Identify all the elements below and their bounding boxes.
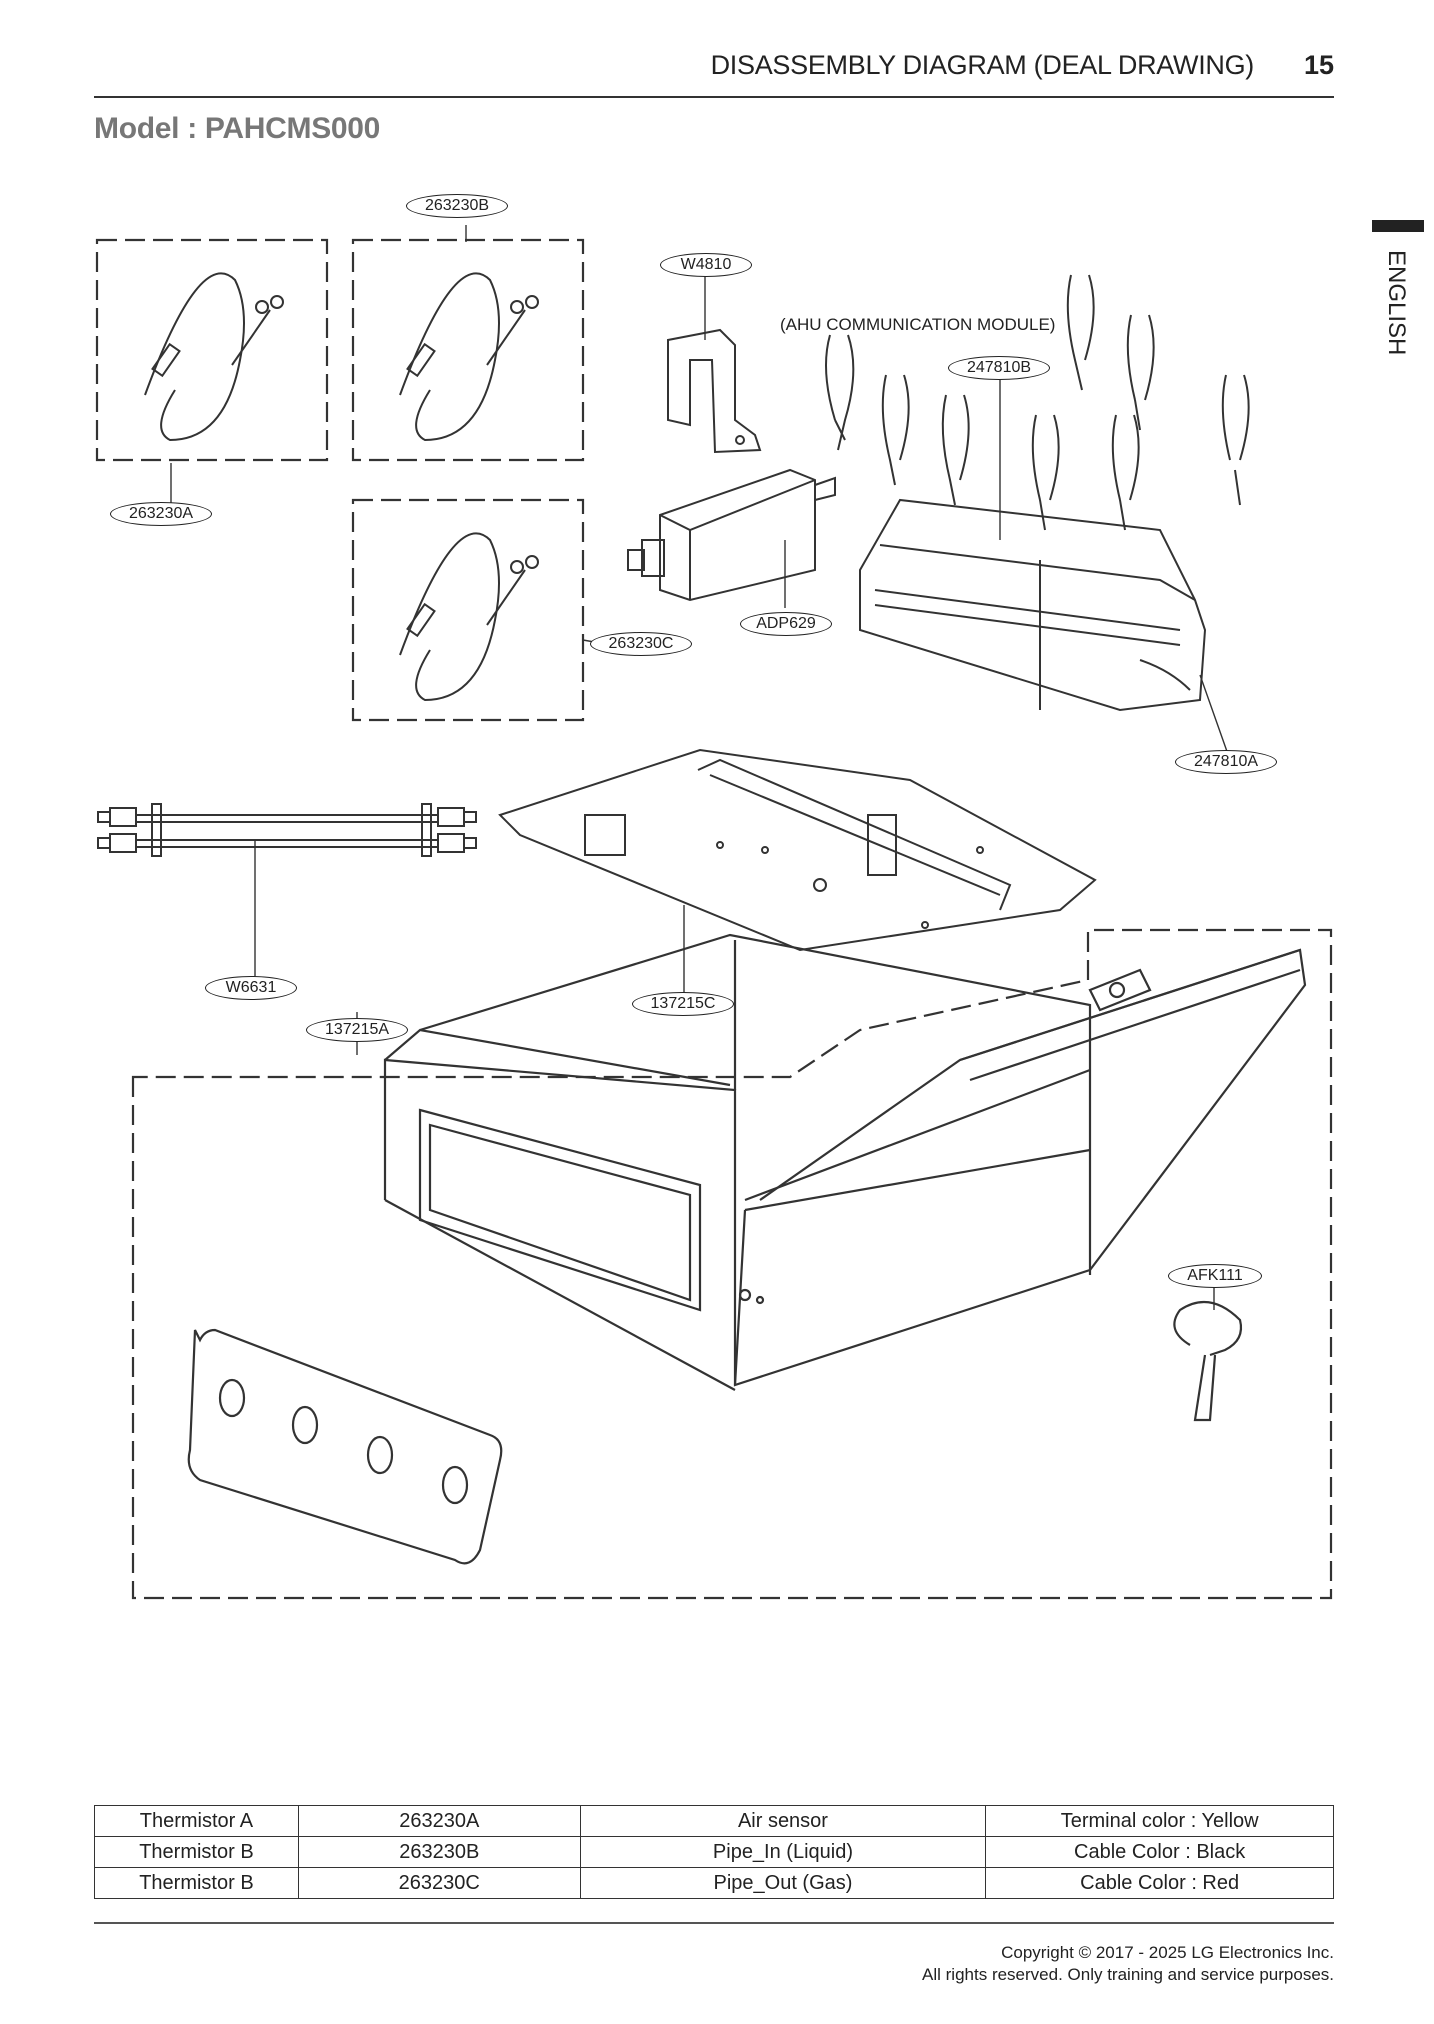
enclosure-box (383, 933, 1307, 1391)
table-cell: Terminal color : Yellow (985, 1805, 1334, 1837)
gland-plate (187, 1328, 503, 1565)
callout-W6631: W6631 (205, 976, 297, 1000)
copyright-line-1: Copyright © 2017 - 2025 LG Electronics I… (1001, 1943, 1334, 1962)
terminal-clips (825, 274, 1250, 531)
thermistor-b-box (351, 238, 585, 462)
section-title: DISASSEMBLY DIAGRAM (DEAL DRAWING) (710, 50, 1255, 80)
thermistor-a-box (95, 238, 329, 462)
leader-lines (170, 225, 1231, 1310)
callout-W4810: W4810 (660, 253, 752, 277)
table-cell: 263230A (297, 1805, 581, 1837)
copyright-line-2: All rights reserved. Only training and s… (922, 1965, 1334, 1984)
table-cell: Thermistor A (94, 1805, 299, 1837)
table-cell: Thermistor B (94, 1836, 299, 1868)
callout-ADP629: ADP629 (740, 612, 832, 636)
page-header: DISASSEMBLY DIAGRAM (DEAL DRAWING) 15 (94, 44, 1334, 98)
thermistor-c-box (351, 498, 585, 722)
parts-table: Thermistor A 263230A Air sensor Terminal… (94, 1805, 1334, 1899)
callout-137215C: 137215C (632, 992, 734, 1016)
enclosure-group-box (131, 928, 1333, 1600)
callout-247810B: 247810B (948, 356, 1050, 380)
page-number: 15 (1303, 50, 1334, 80)
language-tab-marker (1372, 220, 1424, 232)
adapter-adp629 (627, 468, 836, 602)
table-cell: Cable Color : Red (985, 1867, 1334, 1899)
table-cell: Air sensor (579, 1805, 987, 1837)
callout-137215A: 137215A (306, 1018, 408, 1042)
table-row: Thermistor B 263230B Pipe_In (Liquid) Ca… (94, 1836, 1334, 1868)
footer-divider (94, 1922, 1334, 1924)
table-row: Thermistor B 263230C Pipe_Out (Gas) Cabl… (94, 1867, 1334, 1899)
table-cell: 263230C (297, 1867, 581, 1899)
table-cell: Thermistor B (94, 1867, 299, 1899)
mounting-plate (498, 748, 1097, 952)
table-cell: Pipe_Out (Gas) (579, 1867, 987, 1899)
callout-247810A: 247810A (1175, 750, 1277, 774)
bracket-w4810 (667, 328, 762, 454)
communication-module (859, 498, 1207, 712)
module-note: (AHU COMMUNICATION MODULE) (780, 315, 1056, 334)
key-afk111 (1173, 1300, 1243, 1422)
thermistor-wires (144, 272, 539, 702)
exploded-diagram: 263230B 263230A W4810 (AHU COMMUNICATION… (0, 150, 1434, 1610)
callout-263230C: 263230C (590, 632, 692, 656)
copyright: Copyright © 2017 - 2025 LG Electronics I… (922, 1942, 1334, 1986)
callout-263230A: 263230A (110, 502, 212, 526)
table-cell: Cable Color : Black (985, 1836, 1334, 1868)
table-row: Thermistor A 263230A Air sensor Terminal… (94, 1805, 1334, 1837)
model-title: Model : PAHCMS000 (94, 112, 381, 145)
table-cell: Pipe_In (Liquid) (579, 1836, 987, 1868)
table-cell: 263230B (297, 1836, 581, 1868)
callout-AFK111: AFK111 (1168, 1264, 1262, 1288)
cable-w6631 (97, 803, 477, 857)
diagram-drawing (95, 225, 1333, 1600)
callout-263230B: 263230B (406, 194, 508, 218)
